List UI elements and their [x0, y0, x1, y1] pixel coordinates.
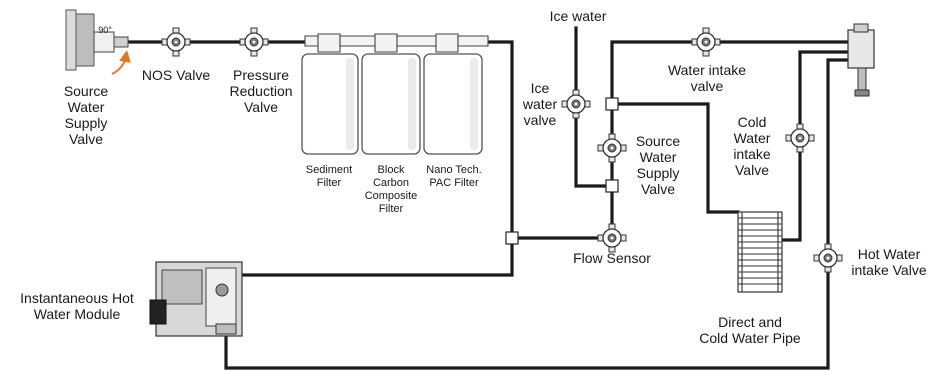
pressure-reduction-valve-icon [239, 27, 269, 57]
water-intake-valve-label: Water intake valve [652, 62, 762, 94]
dispenser-faucet [847, 23, 875, 97]
instantaneous-hot-water-module [149, 261, 243, 337]
water-intake-valve-icon [691, 27, 721, 57]
label-line: Sediment [305, 164, 353, 176]
tee-fitting [605, 97, 619, 111]
label-line: Valve [641, 181, 675, 197]
nano-tech-filter-label: Nano Tech. PAC Filter [422, 164, 486, 190]
block-carbon-composite-filter [339, 33, 421, 155]
label-line: Water [733, 130, 771, 146]
pipe-network [126, 26, 857, 370]
hot-water-intake-valve-label: Hot Water intake Valve [840, 246, 938, 278]
cold-water-pipe-label: Direct and Cold Water Pipe [682, 314, 818, 346]
label-line: Valve [244, 99, 278, 115]
pipe-flow-sensor-riser [610, 40, 857, 232]
label-line: Supply [64, 115, 108, 131]
nano-tech-pac-filter [396, 33, 489, 155]
source-valve-label: Source Water Supply Valve [58, 83, 114, 147]
label-line: Ice [530, 80, 550, 96]
label-line: Direct and [718, 314, 782, 330]
flow-sensor-label: Flow Sensor [573, 250, 651, 266]
label-line: Cold [737, 114, 767, 130]
label-line: Valve [735, 162, 769, 178]
label-line: Carbon [372, 177, 410, 189]
pipe-filter-outlet [486, 40, 514, 240]
source-water-supply-valve-2-label: Source Water Supply Valve [630, 133, 686, 197]
tee-fitting [605, 179, 619, 193]
nos-valve-label: NOS Valve [141, 67, 211, 83]
label-line: Water intake [667, 62, 747, 78]
ice-water-valve-icon [561, 89, 591, 119]
label-line: Valve [69, 131, 103, 147]
ice-water-valve-label: Ice water valve [514, 80, 566, 128]
label-line: valve [690, 78, 724, 94]
label-line: Hot Water [857, 246, 921, 262]
tee-fitting [505, 231, 519, 245]
pipe-cold-intake [780, 50, 857, 242]
flow-sensor-icon [597, 223, 627, 253]
label-line: Source [63, 83, 109, 99]
label-line: PAC Filter [429, 177, 479, 189]
label-line: Block [377, 164, 405, 176]
label-line: Cold Water Pipe [699, 330, 801, 346]
pipe-to-cold-coil [610, 102, 740, 214]
pipe-to-hot-module [238, 236, 514, 277]
pipe-hot-return [224, 58, 857, 370]
angle-label: 90° [98, 25, 112, 35]
label-line: Filter [378, 203, 404, 215]
source-water-supply-valve-2-icon [597, 133, 627, 163]
source-water-supply-valve [65, 9, 131, 75]
nos-valve-icon [161, 27, 191, 57]
label-line: Water [67, 99, 105, 115]
label-line: Filter [316, 177, 342, 189]
label-line: Composite [364, 190, 418, 202]
hot-water-module-label: Instantaneous Hot Water Module [4, 290, 150, 322]
label-line: Supply [636, 165, 680, 181]
label-line: Source [635, 133, 681, 149]
label-line: intake [733, 146, 771, 162]
hot-water-intake-valve-icon [813, 243, 843, 273]
label-line: Pressure [232, 67, 290, 83]
block-carbon-filter-label: Block Carbon Composite Filter [360, 164, 422, 216]
label-line: valve [523, 112, 557, 128]
cold-water-intake-valve-icon [785, 123, 815, 153]
label-line: intake Valve [851, 262, 927, 278]
label-line: Water [639, 149, 677, 165]
label-line: Nano Tech. [426, 164, 482, 176]
label-line: Reduction [229, 83, 293, 99]
pressure-reduction-valve-label: Pressure Reduction Valve [225, 67, 297, 115]
label-line: water [522, 96, 558, 112]
ice-water-label: Ice water [549, 8, 607, 24]
cold-water-intake-valve-label: Cold Water intake Valve [724, 114, 780, 178]
label-line: Water Module [33, 306, 121, 322]
sediment-filter-label: Sediment Filter [298, 164, 360, 190]
label-line: Instantaneous Hot [20, 290, 134, 306]
cold-water-coil [737, 211, 783, 293]
pipe-ice-water [574, 26, 614, 188]
sediment-filter [301, 33, 359, 155]
